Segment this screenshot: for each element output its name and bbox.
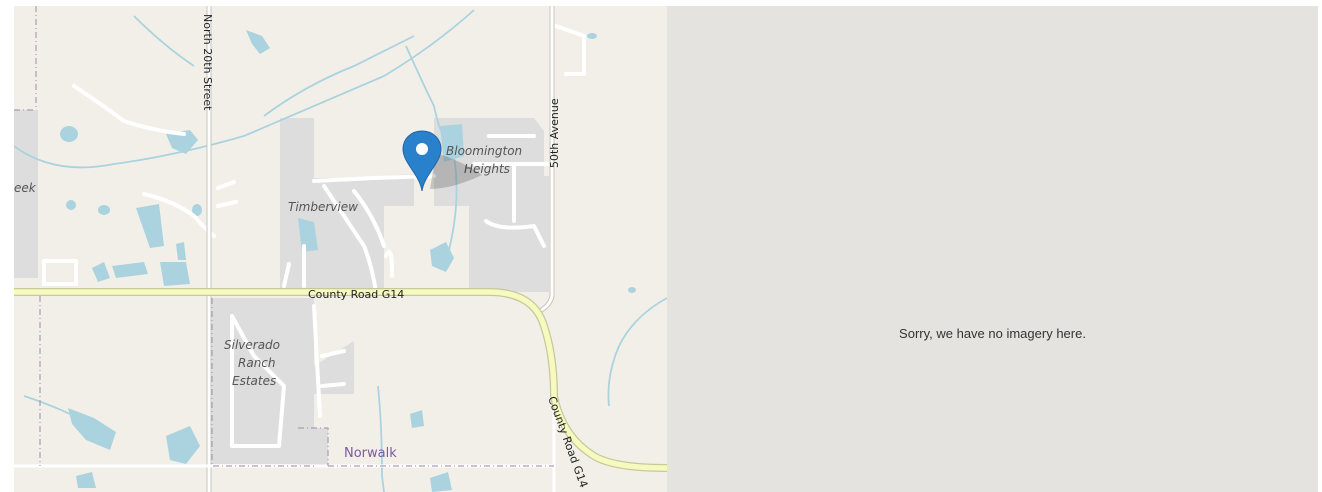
pond — [440, 124, 464, 162]
label-timberview: Timberview — [288, 200, 358, 214]
pond — [112, 262, 148, 278]
pond — [92, 262, 110, 282]
creek — [377, 385, 385, 492]
label-silverado-line3: Estates — [232, 374, 276, 388]
label-silverado-line1: Silverado — [224, 338, 280, 352]
label-norwalk: Norwalk — [344, 446, 397, 461]
residential-area-west — [14, 110, 38, 278]
pond — [298, 218, 318, 252]
pond — [160, 262, 190, 286]
residential-street — [230, 314, 286, 448]
boundary-line — [14, 6, 37, 111]
residential-street — [282, 244, 306, 288]
street-map[interactable]: North 20th Street 50th Avenue County Roa… — [14, 6, 667, 492]
no-imagery-message: Sorry, we have no imagery here. — [899, 326, 1086, 341]
pond — [68, 408, 116, 450]
label-bloomington-line1: Bloomington — [446, 144, 522, 158]
pond — [98, 205, 110, 215]
residential-street — [554, 24, 586, 76]
map-canvas: North 20th Street 50th Avenue County Roa… — [14, 6, 667, 492]
pond — [66, 200, 76, 210]
creek — [14, 9, 475, 169]
pond — [192, 204, 202, 216]
label-county-road-g14-curve: County Road G14 — [545, 395, 590, 490]
minor-roads — [42, 24, 586, 448]
marker-pin — [402, 130, 442, 192]
creek — [607, 297, 667, 407]
residential-street — [484, 134, 546, 248]
label-creek-fragment: eek — [14, 181, 37, 195]
pond — [76, 472, 96, 488]
county-road-g14 — [14, 288, 667, 472]
county-road-g14-fill — [14, 289, 667, 471]
pond — [176, 242, 186, 260]
label-county-road-g14: County Road G14 — [308, 288, 404, 301]
label-50th-avenue: 50th Avenue — [548, 98, 561, 168]
creek — [405, 45, 458, 269]
water-features — [60, 30, 636, 492]
residential-bloomington — [434, 118, 549, 292]
pond — [166, 426, 200, 464]
marker-dot — [416, 143, 428, 155]
pond — [246, 30, 270, 54]
residential-street — [384, 250, 394, 278]
pond — [136, 204, 164, 248]
pond — [60, 126, 78, 142]
residential-street — [72, 84, 186, 136]
residential-street — [42, 259, 78, 286]
residential-street — [352, 189, 386, 248]
streams — [14, 9, 667, 492]
imagery-pane[interactable]: Sorry, we have no imagery here. — [667, 6, 1318, 492]
pond — [166, 130, 198, 154]
residential-street — [312, 304, 346, 418]
pond — [587, 33, 597, 39]
map-pin-icon[interactable] — [402, 130, 482, 192]
boundary-line — [211, 298, 314, 467]
label-bloomington-line2: Heights — [464, 162, 510, 176]
residential-street — [216, 180, 238, 208]
label-north-20th-street: North 20th Street — [201, 14, 214, 111]
creek — [133, 15, 195, 67]
residential-south — [298, 428, 328, 466]
label-silverado-line2: Ranch — [238, 356, 276, 370]
creek — [263, 35, 415, 117]
pond — [628, 287, 636, 293]
marker-shadow — [430, 153, 482, 189]
pond — [410, 410, 424, 428]
residential-street — [322, 184, 378, 294]
creek — [23, 395, 75, 417]
pond — [430, 472, 452, 492]
residential-silverado — [212, 298, 354, 464]
boundary-line — [298, 427, 329, 466]
pond — [430, 242, 454, 272]
residential-street — [312, 174, 436, 183]
